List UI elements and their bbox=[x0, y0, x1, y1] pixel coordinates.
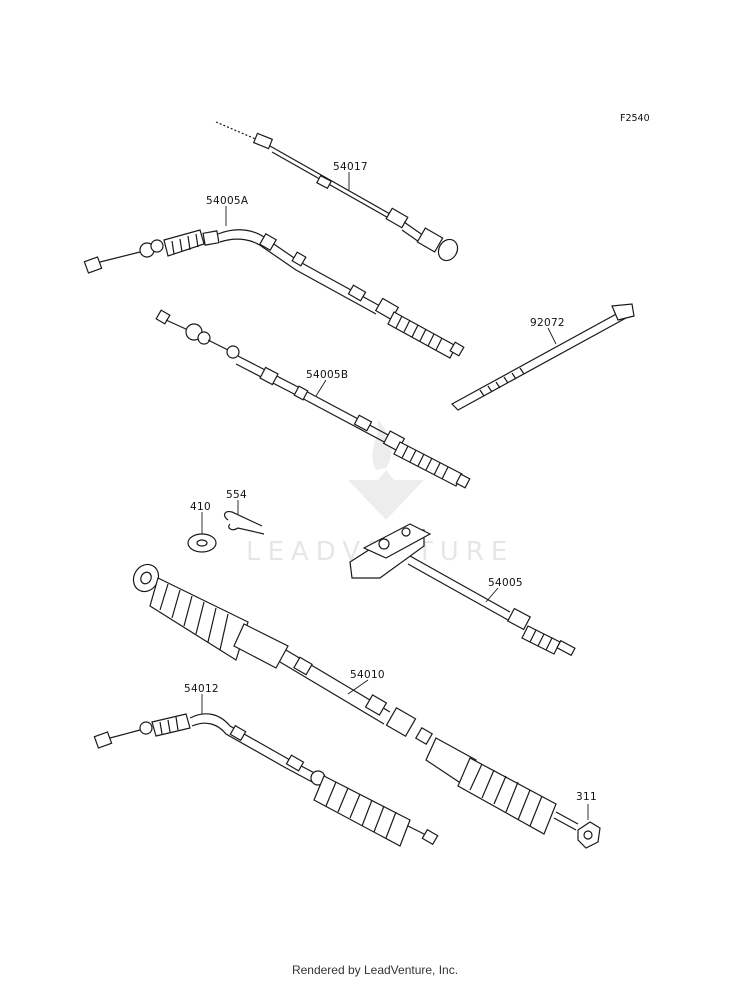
label-410: 410 bbox=[190, 501, 211, 513]
cable-54005b[interactable] bbox=[155, 309, 471, 489]
cotter-pin-554[interactable] bbox=[223, 511, 265, 535]
label-54005b: 54005B bbox=[306, 369, 348, 381]
cable-54005[interactable] bbox=[349, 523, 576, 657]
label-92072: 92072 bbox=[530, 317, 565, 329]
cable-54017[interactable] bbox=[215, 121, 461, 264]
label-54017: 54017 bbox=[333, 161, 368, 173]
nut-311[interactable] bbox=[577, 821, 601, 849]
callout-54012: 54012 bbox=[184, 683, 219, 714]
label-54005: 54005 bbox=[488, 577, 523, 589]
label-54010: 54010 bbox=[350, 669, 385, 681]
callout-92072: 92072 bbox=[530, 317, 565, 345]
callout-54005b: 54005B bbox=[306, 369, 348, 397]
label-554: 554 bbox=[226, 489, 247, 501]
label-54005a: 54005A bbox=[206, 195, 249, 207]
callout-54005a: 54005A bbox=[206, 195, 249, 226]
callout-54010: 54010 bbox=[347, 669, 385, 695]
cable-54005a[interactable] bbox=[83, 229, 465, 359]
label-54012: 54012 bbox=[184, 683, 219, 695]
callout-311: 311 bbox=[576, 791, 597, 820]
cable-54010[interactable] bbox=[129, 560, 579, 835]
callout-54017: 54017 bbox=[333, 161, 368, 190]
label-311: 311 bbox=[576, 791, 597, 803]
callout-54005: 54005 bbox=[485, 577, 523, 603]
footer-credit: Rendered by LeadVenture, Inc. bbox=[291, 963, 459, 977]
leadventure-logo-icon bbox=[348, 420, 424, 520]
figure-code: F2540 bbox=[620, 113, 650, 124]
callout-554: 554 bbox=[226, 489, 247, 514]
washer-410[interactable] bbox=[187, 533, 217, 553]
cable-54012[interactable] bbox=[93, 713, 439, 847]
cable-tie-92072[interactable] bbox=[451, 303, 635, 411]
callout-410: 410 bbox=[190, 501, 211, 534]
